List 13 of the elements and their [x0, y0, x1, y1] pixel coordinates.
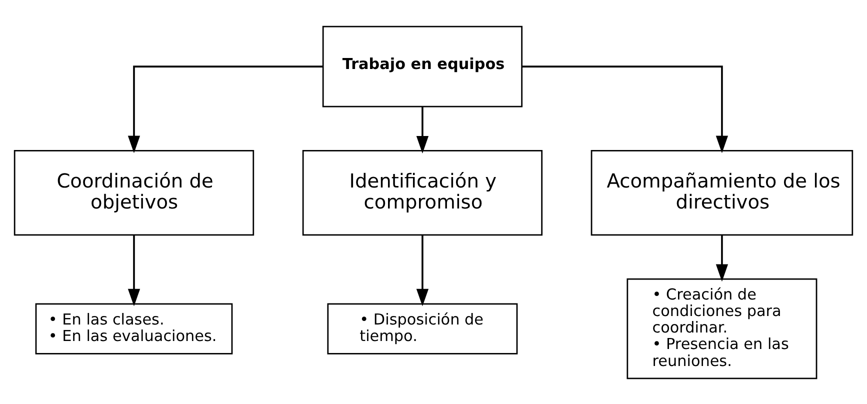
node-box: Identificación y compromiso: [302, 150, 543, 236]
node-box: Acompañamiento de los directivos: [590, 150, 854, 236]
arrow: [416, 106, 429, 153]
node-box: • Disposición de tiempo.: [327, 302, 518, 354]
arrow: [416, 234, 429, 306]
arrow: [128, 65, 323, 153]
node-box: • Creación de condiciones para coordinar. • Presencia en las reuniones.: [626, 278, 818, 379]
node-box: Coordinación de objetivos: [14, 150, 254, 236]
arrow: [128, 234, 140, 306]
arrow: [716, 234, 728, 282]
node-box: Trabajo en equipos: [322, 25, 523, 107]
arrow: [522, 65, 728, 153]
node-box: • En las clases. • En las evaluaciones.: [35, 302, 233, 354]
